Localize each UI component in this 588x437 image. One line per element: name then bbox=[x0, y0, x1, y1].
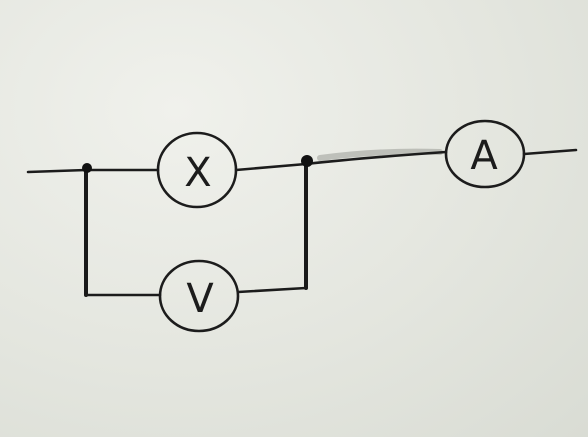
wire-x-to-junction bbox=[234, 162, 308, 172]
pencil-smudge bbox=[317, 148, 443, 161]
junction-dot-left bbox=[82, 163, 92, 173]
wire-left-lead bbox=[26, 168, 160, 174]
wire-right-lead bbox=[522, 148, 578, 156]
voltmeter-letter: V bbox=[186, 276, 214, 322]
voltmeter-ring bbox=[158, 259, 240, 333]
wire-bottom-right bbox=[236, 286, 308, 294]
component-x-ring bbox=[156, 131, 238, 209]
ammeter-ring bbox=[444, 119, 526, 189]
component-x: X bbox=[156, 131, 238, 209]
ammeter-letter: A bbox=[470, 133, 498, 179]
component-x-letter: X bbox=[184, 150, 211, 196]
ammeter: A bbox=[444, 119, 526, 189]
junction-dot-right bbox=[301, 155, 313, 167]
voltmeter: V bbox=[158, 259, 240, 333]
wire-junction-to-ammeter bbox=[304, 150, 448, 166]
